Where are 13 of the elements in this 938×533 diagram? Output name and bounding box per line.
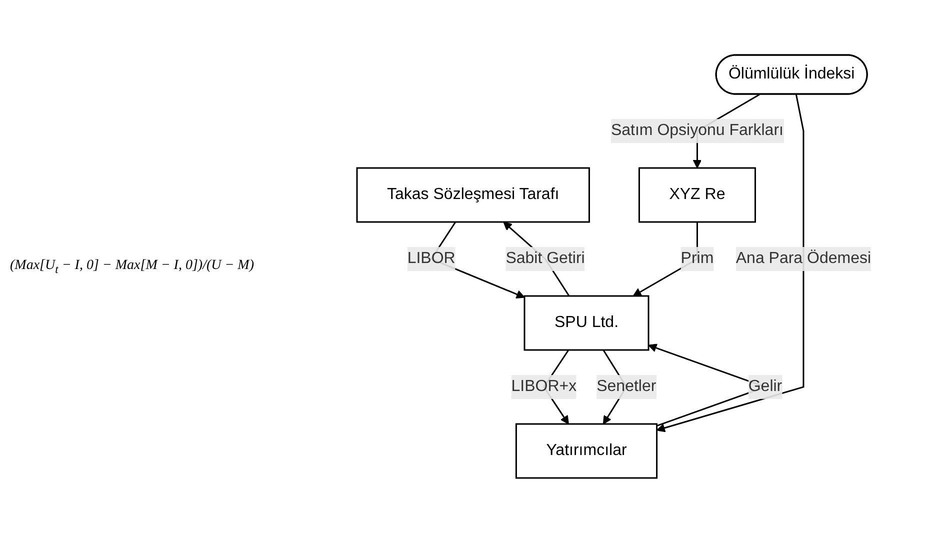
edge-label: Gelir: [748, 378, 782, 395]
node-box: SPU Ltd.: [524, 295, 650, 351]
edge-label: Sabit Getiri: [506, 250, 585, 267]
edge-label: Satım Opsiyonu Farkları: [610, 122, 784, 139]
edge-label: LIBOR+x: [511, 378, 577, 395]
formula-text: (Max[U$_{t}$ − I, 0] − Max[M − I, 0])/(U − M): [10, 258, 256, 276]
edge-label: Senetler: [596, 378, 656, 395]
node-box: Yatırımcılar: [515, 423, 658, 479]
edge-label: Ana Para Ödemesi: [736, 250, 872, 267]
node-box: XYZ Re: [638, 167, 756, 223]
node-box: Takas Sözleşmesi Tarafı: [356, 167, 590, 223]
edge-label: Prim: [680, 250, 714, 267]
edge-label: LIBOR: [407, 250, 456, 267]
